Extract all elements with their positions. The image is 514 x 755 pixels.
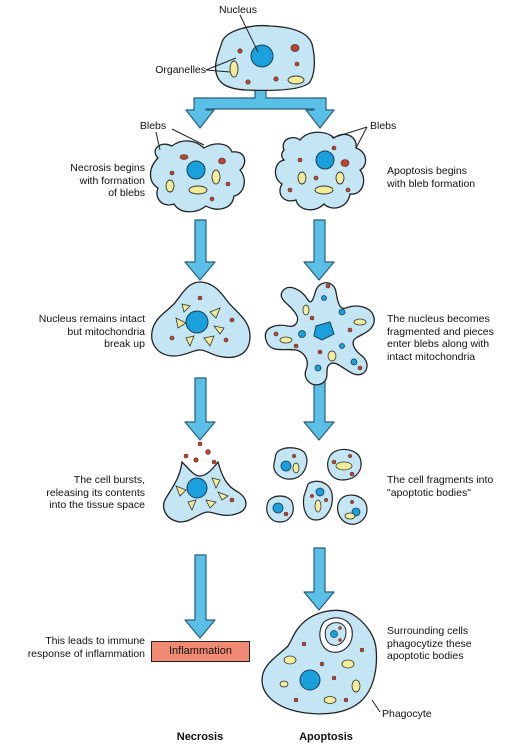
step-right-2-line: The nucleus becomes	[387, 313, 490, 325]
initial-cell	[214, 24, 316, 92]
arrow-left-3	[184, 554, 216, 639]
step-right-1-line: with bleb formation	[387, 177, 476, 190]
arrow-right-3	[303, 547, 335, 611]
label-blebs-right: Blebs	[370, 120, 397, 132]
step-right-2: The nucleus becomes fragmented and piece…	[387, 313, 512, 363]
step-left-1: Necrosis begins with formation of blebs	[10, 162, 145, 200]
step-right-2-line: fragmented and pieces	[387, 325, 494, 338]
phagocyte-cell	[261, 609, 378, 715]
step-left-2: Nucleus remains intact but mitochondria …	[4, 313, 145, 351]
step-right-4-line: apoptotic bodies	[387, 650, 464, 662]
apoptosis-cell-fragmented-nucleus	[264, 282, 375, 386]
pointer-lines-blebs-left	[155, 128, 205, 151]
inflammation-box: Inflammation	[151, 641, 250, 662]
branch-arrow	[185, 87, 335, 129]
column-label-apoptosis: Apoptosis	[299, 731, 353, 743]
step-left-3: The cell bursts, releasing its contents …	[4, 474, 145, 512]
step-right-3-line: "apoptotic bodies"	[387, 486, 471, 499]
step-right-3: The cell fragments into "apoptotic bodie…	[387, 474, 512, 499]
step-left-4-line: This leads to immune	[45, 635, 145, 647]
label-phagocyte: Phagocyte	[382, 708, 432, 720]
arrow-right-1	[303, 219, 335, 281]
step-right-1-line: Apoptosis begins	[387, 165, 467, 177]
column-label-necrosis: Necrosis	[176, 731, 224, 743]
arrow-left-1	[184, 219, 216, 281]
step-right-3-line: The cell fragments into	[387, 474, 494, 486]
step-left-1-line: Necrosis begins	[70, 162, 145, 174]
step-right-4: Surrounding cells phagocytize these apop…	[387, 625, 512, 663]
step-left-1-line: of blebs	[108, 187, 145, 199]
step-right-2-line: intact mitochondria	[387, 350, 476, 363]
necrosis-cell-blebs	[149, 140, 246, 213]
step-right-4-line: Surrounding cells	[387, 625, 469, 637]
pointer-lines-top	[205, 14, 259, 73]
step-right-4-line: phagocytize these	[387, 637, 472, 650]
step-right-1: Apoptosis begins with bleb formation	[387, 165, 512, 190]
step-right-2-line: enter blebs along with	[387, 338, 490, 350]
apoptotic-bodies	[266, 447, 368, 525]
necrosis-burst-cell	[163, 441, 247, 523]
arrow-right-2	[303, 377, 335, 441]
step-left-3-line: into the tissue space	[49, 499, 145, 511]
label-organelles: Organelles	[155, 64, 206, 76]
step-left-3-line: The cell bursts,	[73, 474, 145, 486]
necrosis-cell-mitochondria-breakup	[151, 281, 251, 359]
step-left-2-line: but mitochondria	[67, 325, 145, 338]
step-left-1-line: with formation	[79, 174, 145, 187]
label-nucleus: Nucleus	[219, 4, 257, 16]
pointer-line-phagocyte	[371, 699, 381, 713]
apoptosis-cell-blebs	[274, 131, 367, 211]
step-left-4: This leads to immune response of inflamm…	[4, 635, 145, 660]
label-blebs-left: Blebs	[139, 120, 167, 132]
arrow-left-2	[184, 377, 216, 441]
step-left-3-line: releasing its contents	[46, 486, 145, 499]
step-left-2-line: Nucleus remains intact	[38, 313, 145, 325]
pointer-lines-blebs-right	[331, 126, 368, 149]
step-left-2-line: break up	[104, 338, 145, 350]
step-left-4-line: response of inflammation	[27, 647, 145, 660]
